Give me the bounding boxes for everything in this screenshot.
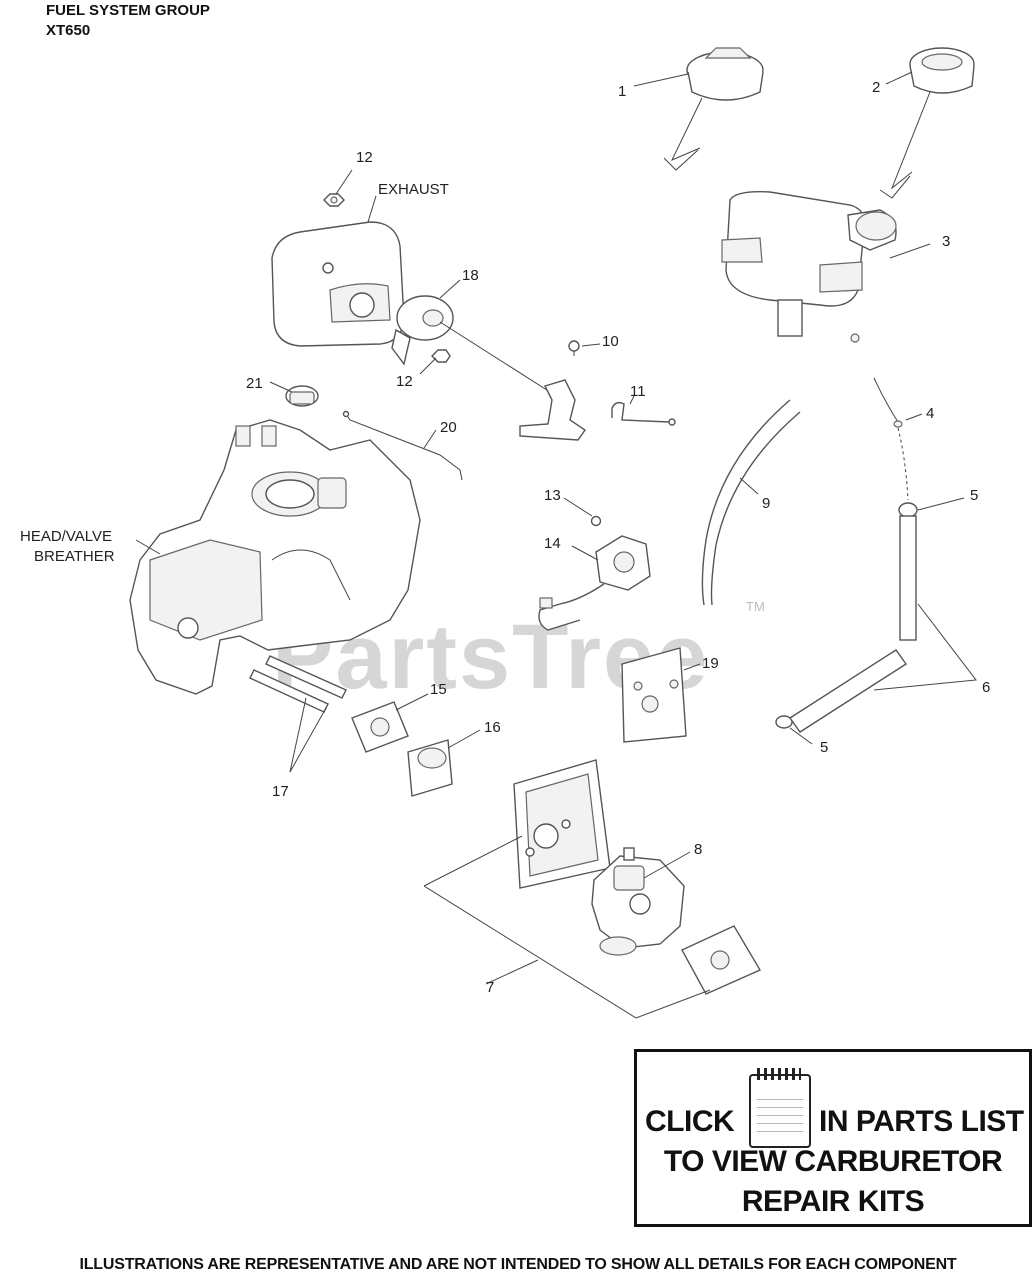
callout-12-upper: 12 [356,149,373,166]
part-fuel-cap-1[interactable] [663,47,764,171]
carburetor-kit-notice[interactable]: CLICK IN PARTS LIST TO VIEW CARBURETOR R… [634,1049,1032,1227]
callout-3: 3 [942,233,950,250]
label-head-valve: HEAD/VALVE [20,528,112,545]
callout-8: 8 [694,841,702,858]
callout-9: 9 [762,495,770,512]
part-fuel-hoses[interactable] [789,515,917,733]
part-governor-21[interactable] [285,385,319,407]
part-screw-10[interactable] [568,340,580,356]
callout-7: 7 [486,979,494,996]
part-fuel-tank[interactable] [721,190,897,343]
callout-2: 2 [872,79,880,96]
kit-in-parts-list-text: IN PARTS LIST [819,1105,1024,1138]
part-gasket-15[interactable] [351,701,409,753]
callout-14: 14 [544,535,561,552]
callout-18: 18 [462,267,479,284]
part-link-rod-11[interactable] [611,401,676,426]
part-heat-shield-18[interactable] [391,295,586,441]
kit-line-3: REPAIR KITS [741,1185,925,1218]
disclaimer-footer: ILLUSTRATIONS ARE REPRESENTATIVE AND ARE… [79,1256,957,1273]
callout-16: 16 [484,719,501,736]
model-number: XT650 [46,22,91,39]
watermark-tm: TM [746,599,765,614]
callout-1: 1 [618,83,626,100]
part-gasket-19[interactable] [621,647,687,743]
callout-21: 21 [246,375,263,392]
part-engine-block [129,419,421,695]
part-insulator-16[interactable] [407,739,453,797]
leader-lines [135,71,977,985]
kit-line-2: TO VIEW CARBURETOR [663,1145,1003,1178]
callout-11: 11 [630,383,646,400]
part-vent-hose[interactable] [701,399,801,606]
part-screw-13[interactable] [590,515,602,527]
callout-17: 17 [272,783,289,800]
callout-5-upper: 5 [970,487,978,504]
diagram-title: FUEL SYSTEM GROUP [46,2,210,19]
callout-10: 10 [602,333,619,350]
part-nut-12-upper[interactable] [323,193,345,207]
part-gasket-kit-7[interactable] [423,759,762,1019]
label-breather: BREATHER [34,548,115,565]
part-fuel-pump-14[interactable] [538,535,651,631]
kit-click-text: CLICK [645,1105,735,1138]
callout-4: 4 [926,405,934,422]
callout-5-lower: 5 [820,739,828,756]
exploded-parts-diagram: PartsTree TM [20,47,990,1019]
part-linkage-20[interactable] [342,410,463,481]
callout-20: 20 [440,419,457,436]
notepad-icon[interactable] [749,1068,811,1148]
part-carburetor-8[interactable] [591,847,685,956]
callout-19: 19 [702,655,719,672]
callout-15: 15 [430,681,447,698]
part-fuel-line-4[interactable] [873,377,909,501]
callout-12-lower: 12 [396,373,413,390]
part-muffler-exhaust [271,221,405,347]
callout-13: 13 [544,487,561,504]
part-nut-12-lower[interactable] [431,349,451,363]
part-hose-clamp-upper[interactable] [898,502,918,518]
label-exhaust: EXHAUST [378,181,449,198]
part-fuel-cap-2[interactable] [879,47,975,199]
callout-6: 6 [982,679,990,696]
